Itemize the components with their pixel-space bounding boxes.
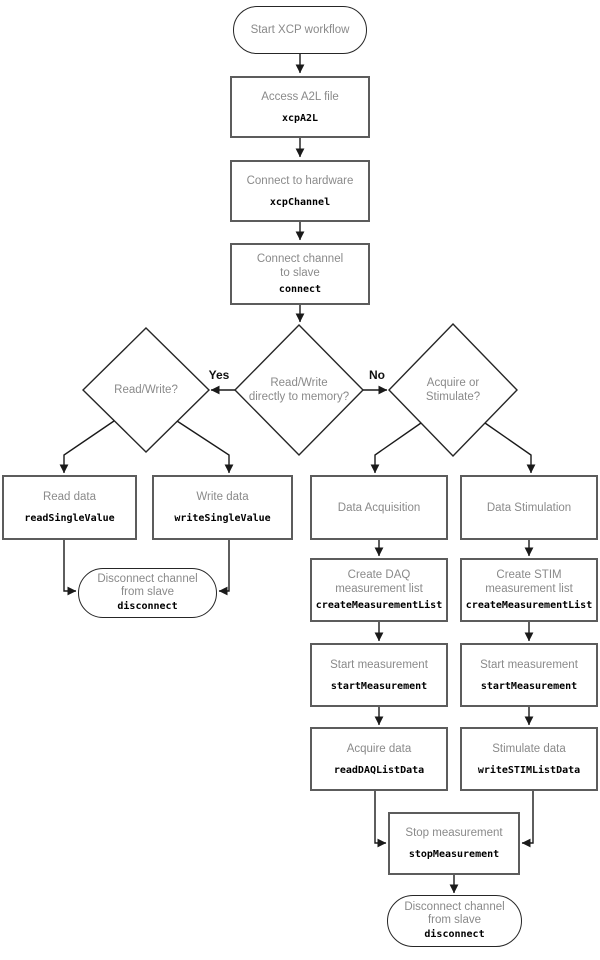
- node-disconnect-bottom-label: Disconnect channel from slave: [404, 901, 505, 926]
- node-read-data-label: Read data: [42, 491, 97, 503]
- node-stimulate-data: Stimulate data writeSTIMListData: [460, 727, 598, 791]
- node-acquire-data-code: readDAQListData: [333, 764, 425, 776]
- node-access-a2l-label: Access A2L file: [261, 90, 339, 103]
- node-stop-measurement: Stop measurement stopMeasurement: [388, 812, 520, 875]
- node-acquire-data-label: Acquire data: [346, 742, 412, 755]
- node-create-daq-label: Create DAQ measurement list: [335, 569, 423, 595]
- node-start-measurement-daq: Start measurement startMeasurement: [310, 643, 448, 707]
- edge-readwrite-to-write: [176, 420, 234, 474]
- edge-stimulate-to-stop: [521, 791, 534, 848]
- node-connect-channel-code: connect: [278, 284, 322, 295]
- node-disconnect-left: Disconnect channel from slave disconnect: [78, 568, 217, 618]
- node-write-data-label: Write data: [196, 491, 249, 503]
- node-disconnect-left-label: Disconnect channel from slave: [97, 573, 198, 598]
- node-stop-measurement-code: stopMeasurement: [408, 849, 500, 860]
- node-disconnect-left-code: disconnect: [117, 601, 178, 612]
- edge-write-to-disconnect: [218, 540, 230, 596]
- node-disconnect-bottom: Disconnect channel from slave disconnect: [387, 895, 522, 947]
- node-stimulate-data-label: Stimulate data: [492, 742, 566, 755]
- node-connect-channel-label: Connect channel to slave: [256, 253, 344, 279]
- node-stimulate-data-code: writeSTIMListData: [477, 764, 581, 776]
- node-start-measurement-daq-code: startMeasurement: [330, 680, 428, 692]
- node-data-stimulation-label: Data Stimulation: [486, 501, 572, 514]
- node-write-data: Write data writeSingleValue: [152, 475, 293, 540]
- edge-acquire-to-stop: [374, 791, 387, 848]
- node-data-stimulation: Data Stimulation: [460, 475, 598, 540]
- node-write-data-code: writeSingleValue: [174, 513, 271, 524]
- node-start-label: Start XCP workflow: [250, 23, 350, 36]
- decision-memory-label: Read/Write directly to memory?: [248, 377, 350, 403]
- decision-read-write-label: Read/Write?: [114, 384, 178, 396]
- node-create-daq-code: createMeasurementList: [315, 600, 443, 611]
- edge-readwrite-to-read: [59, 420, 115, 474]
- edge-acqstim-to-stimulation: [484, 422, 536, 474]
- edge-label-yes: Yes: [208, 368, 230, 382]
- node-connect-hardware-label: Connect to hardware: [246, 174, 354, 187]
- node-stop-measurement-label: Stop measurement: [405, 827, 503, 839]
- node-acquire-data: Acquire data readDAQListData: [310, 727, 448, 791]
- node-start-measurement-stim: Start measurement startMeasurement: [460, 643, 598, 707]
- node-access-a2l: Access A2L file xcpA2L: [230, 76, 370, 138]
- node-start-measurement-stim-label: Start measurement: [480, 658, 578, 671]
- node-create-stim-code: createMeasurementList: [465, 600, 593, 611]
- node-start: Start XCP workflow: [233, 6, 367, 54]
- node-data-acquisition-label: Data Acquisition: [337, 501, 421, 514]
- node-connect-hardware-code: xcpChannel: [269, 196, 331, 208]
- node-disconnect-bottom-code: disconnect: [424, 929, 485, 940]
- edge-acqstim-to-acquisition: [370, 422, 422, 474]
- node-data-acquisition: Data Acquisition: [310, 475, 448, 540]
- node-create-stim: Create STIM measurement list createMeasu…: [460, 558, 598, 622]
- node-start-measurement-stim-code: startMeasurement: [480, 680, 578, 692]
- node-create-daq: Create DAQ measurement list createMeasur…: [310, 558, 448, 622]
- edge-read-to-disconnect: [63, 540, 77, 596]
- node-read-data: Read data readSingleValue: [2, 475, 137, 540]
- node-start-measurement-daq-label: Start measurement: [330, 658, 428, 671]
- node-create-stim-label: Create STIM measurement list: [485, 569, 573, 595]
- node-read-data-code: readSingleValue: [24, 513, 115, 524]
- node-connect-hardware: Connect to hardware xcpChannel: [230, 160, 370, 222]
- node-connect-channel: Connect channel to slave connect: [230, 243, 370, 305]
- edge-label-no: No: [369, 368, 385, 382]
- decision-memory-diamond: [234, 324, 364, 456]
- node-access-a2l-code: xcpA2L: [281, 112, 319, 124]
- decision-acquire-stimulate-label: Acquire or Stimulate?: [425, 377, 481, 403]
